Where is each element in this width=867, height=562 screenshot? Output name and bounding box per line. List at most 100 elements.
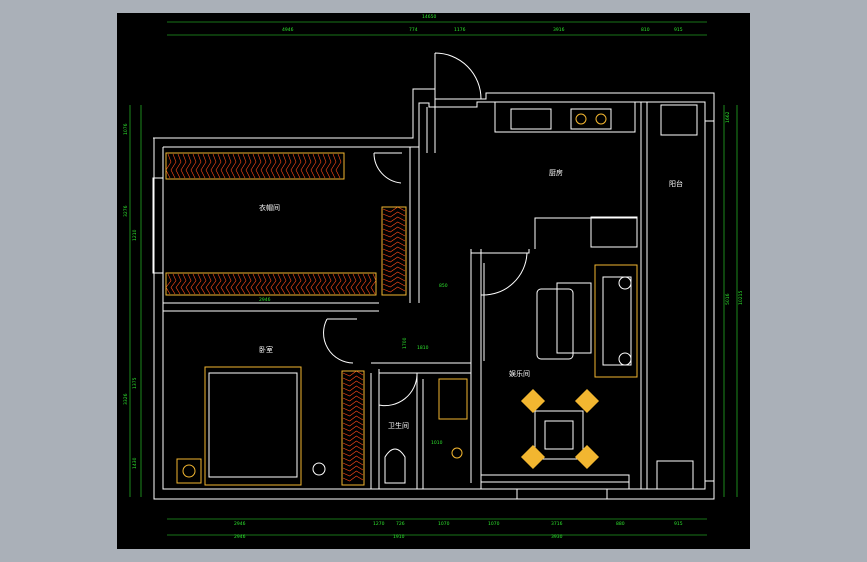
hanger-line <box>250 153 257 179</box>
hanger-line <box>310 273 317 295</box>
hanger-line <box>295 273 302 295</box>
hanger-line <box>265 273 272 295</box>
hanger-line <box>330 153 337 179</box>
hanger-line <box>382 286 406 293</box>
dim-top-d: 3916 <box>553 28 565 33</box>
sofa <box>594 264 638 378</box>
hanger-line <box>205 273 212 295</box>
hanger-line <box>255 273 262 295</box>
hanger-line <box>220 273 227 295</box>
hanger-line <box>382 271 406 278</box>
dim-bot-g: 880 <box>616 522 625 527</box>
hanger-line <box>295 153 302 179</box>
hanger-line <box>382 236 406 243</box>
dim-top-c: 1176 <box>454 28 466 33</box>
hanger-line <box>320 273 327 295</box>
dim-left-d: 3326 <box>124 393 129 405</box>
hanger-line <box>342 425 364 432</box>
hanger-line <box>355 273 362 295</box>
hanger-line <box>342 375 364 382</box>
hanger-line <box>342 380 364 387</box>
dim-bot-total-a: 2946 <box>234 535 246 540</box>
hanger-line <box>342 400 364 407</box>
wardrobe-frame <box>165 152 345 180</box>
hanger-line <box>230 273 237 295</box>
burner <box>595 113 607 125</box>
hanger-line <box>225 153 232 179</box>
hanger-line <box>342 470 364 477</box>
bed <box>204 366 302 486</box>
hanger-line <box>382 256 406 263</box>
dim-bot-b: 1270 <box>373 522 385 527</box>
hanger-line <box>382 266 406 273</box>
hanger-line <box>240 153 247 179</box>
kitchen-counter <box>494 101 636 133</box>
chair <box>520 388 546 414</box>
hanger-line <box>300 153 307 179</box>
dim-inner-a: 850 <box>439 284 448 289</box>
hanger-line <box>180 153 187 179</box>
hanger-line <box>382 206 406 213</box>
dim-inner-c: 1810 <box>417 346 429 351</box>
hanger-line <box>382 231 406 238</box>
hanger-line <box>382 246 406 253</box>
hanger-line <box>165 153 172 179</box>
hanger-line <box>205 153 212 179</box>
dim-inner-b: 2946 <box>259 298 271 303</box>
dim-bot-e: 1070 <box>488 522 500 527</box>
dim-bot-total-b: 1910 <box>393 535 405 540</box>
hanger-line <box>342 390 364 397</box>
lamp <box>182 464 196 478</box>
hanger-line <box>305 153 312 179</box>
hanger-line <box>342 460 364 467</box>
hanger-line <box>382 221 406 228</box>
hanger-line <box>325 153 332 179</box>
hanger-line <box>342 435 364 442</box>
door <box>378 373 418 407</box>
hanger-line <box>350 273 357 295</box>
hanger-line <box>342 405 364 412</box>
hanger-line <box>340 273 347 295</box>
hanger-line <box>275 273 282 295</box>
hanger-line <box>270 153 277 179</box>
hanger-line <box>165 273 172 295</box>
hanger-line <box>300 273 307 295</box>
hanger-line <box>250 273 257 295</box>
hanger-line <box>290 273 297 295</box>
hanger-line <box>215 153 222 179</box>
window <box>516 488 608 500</box>
hanger-line <box>382 276 406 283</box>
window <box>152 177 164 274</box>
walls <box>152 52 715 500</box>
door <box>323 318 357 364</box>
hanger-line <box>285 273 292 295</box>
dim-inner-e: 1700 <box>403 337 408 349</box>
hanger-line <box>195 273 202 295</box>
hanger-line <box>342 465 364 472</box>
balcony-sink <box>660 104 698 136</box>
hanger-line <box>382 261 406 268</box>
dim-bot-a: 2946 <box>234 522 246 527</box>
hanger-line <box>342 450 364 457</box>
mahjong-table <box>534 410 584 460</box>
cushion <box>618 276 632 290</box>
dim-top-f: 915 <box>674 28 683 33</box>
wardrobes <box>165 153 406 482</box>
hanger-line <box>342 415 364 422</box>
furniture <box>165 104 698 490</box>
hanger-line <box>185 273 192 295</box>
hanger-line <box>290 153 297 179</box>
dim-right-a: 1662 <box>726 111 731 123</box>
hanger-line <box>275 153 282 179</box>
lamp <box>312 462 326 476</box>
dim-right-c: 10215 <box>739 290 744 305</box>
label-kitchen: 厨房 <box>549 169 563 177</box>
hanger-line <box>285 153 292 179</box>
hanger-line <box>342 370 364 377</box>
mahjong-inner <box>544 420 574 450</box>
cad-drawing-canvas: 衣帽间 卧室 厨房 阳台 娱乐间 卫生间 14650 4946 774 1176… <box>117 13 750 549</box>
hanger-line <box>382 251 406 258</box>
stove <box>570 108 612 130</box>
hanger-line <box>245 153 252 179</box>
hanger-line <box>382 226 406 233</box>
